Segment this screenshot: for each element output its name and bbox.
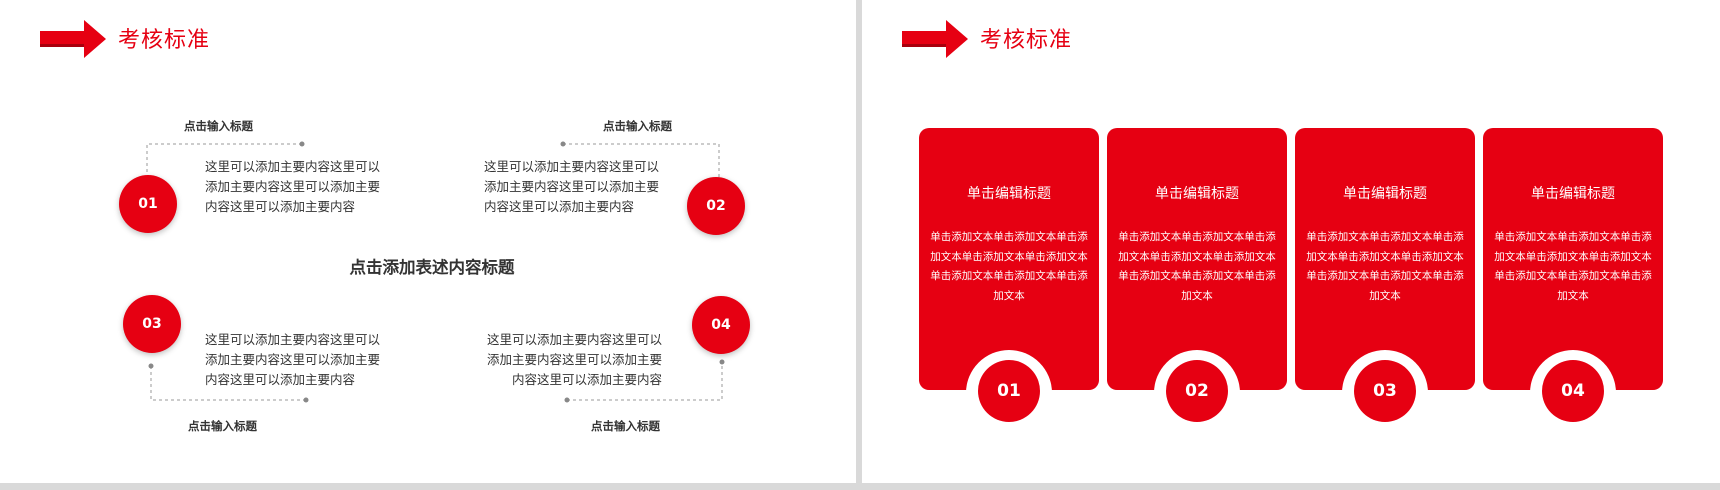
card-title: 单击编辑标题 bbox=[1155, 186, 1239, 202]
number-badge: 02 bbox=[687, 177, 745, 235]
card-text: 单击添加文本单击添加文本单击添加文本单击添加文本单击添加文本单击添加文本单击添加… bbox=[1494, 231, 1652, 302]
item-heading: 点击输入标题 bbox=[603, 119, 672, 133]
card-text: 单击添加文本单击添加文本单击添加文本单击添加文本单击添加文本单击添加文本单击添加… bbox=[1118, 231, 1276, 302]
item-heading: 点击输入标题 bbox=[184, 119, 253, 133]
card: 单击编辑标题 单击添加文本单击添加文本单击添加文本单击添加文本单击添加文本单击添… bbox=[919, 128, 1099, 390]
number-badge: 04 bbox=[1542, 360, 1604, 422]
item-text: 这里可以添加主要内容这里可以添加主要内容这里可以添加主要内容这里可以添加主要内容 bbox=[205, 332, 381, 387]
card-title: 单击编辑标题 bbox=[1343, 186, 1427, 202]
center-title: 点击添加表述内容标题 bbox=[349, 258, 515, 277]
item-text: 这里可以添加主要内容这里可以添加主要内容这里可以添加主要内容这里可以添加主要内容 bbox=[486, 332, 662, 387]
slide-left: 考核标准 点击输入标题 这里可以添加主要内容这里可以添加主要内容这里可以添加主要… bbox=[0, 0, 856, 483]
slide-right: 考核标准 单击编辑标题 单击添加文本单击添加文本单击添加文本单击添加文本单击添加… bbox=[862, 0, 1720, 483]
number-badge: 04 bbox=[692, 296, 750, 354]
item-text: 这里可以添加主要内容这里可以添加主要内容这里可以添加主要内容这里可以添加主要内容 bbox=[205, 159, 381, 214]
number-badge: 02 bbox=[1166, 360, 1228, 422]
item-text: 这里可以添加主要内容这里可以添加主要内容这里可以添加主要内容这里可以添加主要内容 bbox=[484, 159, 660, 214]
slide-title: 考核标准 bbox=[118, 28, 211, 53]
card-text: 单击添加文本单击添加文本单击添加文本单击添加文本单击添加文本单击添加文本单击添加… bbox=[1306, 231, 1464, 302]
number-badge: 01 bbox=[119, 175, 177, 233]
arrow-icon bbox=[40, 20, 106, 58]
card-text: 单击添加文本单击添加文本单击添加文本单击添加文本单击添加文本单击添加文本单击添加… bbox=[930, 231, 1088, 302]
arrow-icon bbox=[902, 20, 968, 58]
card-title: 单击编辑标题 bbox=[1531, 186, 1615, 202]
card: 单击编辑标题 单击添加文本单击添加文本单击添加文本单击添加文本单击添加文本单击添… bbox=[1295, 128, 1475, 390]
number-badge: 01 bbox=[978, 360, 1040, 422]
item-heading: 点击输入标题 bbox=[591, 419, 660, 433]
item-heading: 点击输入标题 bbox=[188, 419, 257, 433]
card: 单击编辑标题 单击添加文本单击添加文本单击添加文本单击添加文本单击添加文本单击添… bbox=[1107, 128, 1287, 390]
card-title: 单击编辑标题 bbox=[967, 186, 1051, 202]
slide-title: 考核标准 bbox=[980, 28, 1073, 53]
number-badge: 03 bbox=[1354, 360, 1416, 422]
connector-lines bbox=[146, 141, 725, 403]
card: 单击编辑标题 单击添加文本单击添加文本单击添加文本单击添加文本单击添加文本单击添… bbox=[1483, 128, 1663, 390]
number-badge: 03 bbox=[123, 295, 181, 353]
